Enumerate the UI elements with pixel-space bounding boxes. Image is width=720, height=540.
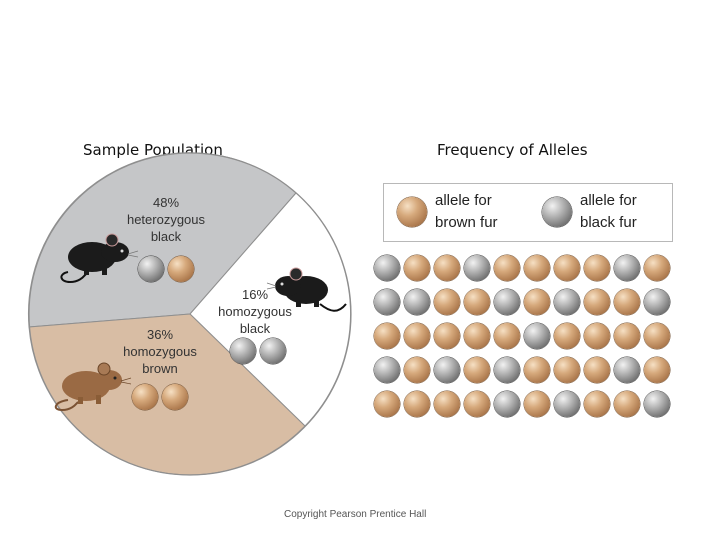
brown-allele-ball (464, 323, 490, 349)
brown-allele-ball (644, 357, 670, 383)
brown-allele-legend-label: allele for brown fur (435, 192, 498, 231)
black-allele-ball (404, 289, 430, 315)
brown-allele-ball (584, 357, 610, 383)
homozygous-brown-label: 36% homozygous brown (123, 327, 197, 376)
black-allele-ball (374, 357, 400, 383)
black-allele-ball (554, 289, 580, 315)
brown-allele-ball (404, 391, 430, 417)
brown-allele-ball (524, 357, 550, 383)
brown-allele-ball (434, 323, 460, 349)
black-allele-ball (614, 357, 640, 383)
brown-allele-ball (584, 255, 610, 281)
brown-allele-ball (374, 323, 400, 349)
brown-allele-ball (524, 289, 550, 315)
brown-allele-ball (374, 391, 400, 417)
brown-mouse-icon (54, 362, 132, 412)
black-allele-ball (374, 255, 400, 281)
black-allele-ball (494, 391, 520, 417)
brown-allele-ball (554, 323, 580, 349)
allele-legend: allele for brown fur allele for black fu… (383, 183, 673, 242)
copyright-text: Copyright Pearson Prentice Hall (284, 509, 427, 520)
brown-allele-ball (434, 255, 460, 281)
brown-allele-ball (644, 323, 670, 349)
brown-allele-ball (132, 384, 158, 410)
black-allele-ball (644, 391, 670, 417)
brown-allele-ball (614, 289, 640, 315)
brown-allele-ball (404, 357, 430, 383)
brown-allele-ball (404, 323, 430, 349)
brown-allele-ball (584, 323, 610, 349)
black-allele-ball (230, 338, 256, 364)
brown-allele-ball (434, 289, 460, 315)
brown-allele-ball (494, 255, 520, 281)
brown-allele-ball (464, 357, 490, 383)
black-mouse-icon (60, 233, 139, 284)
brown-allele-ball (168, 256, 194, 282)
black-allele-ball (494, 289, 520, 315)
black-allele-ball (554, 391, 580, 417)
brown-allele-ball (464, 289, 490, 315)
brown-allele-ball (584, 391, 610, 417)
brown-allele-ball (434, 391, 460, 417)
heterozygous-black-label: 48% heterozygous black (126, 195, 206, 244)
black-allele-legend-label: allele for black fur (580, 192, 637, 231)
brown-allele-ball (494, 323, 520, 349)
black-allele-ball (614, 255, 640, 281)
brown-allele-ball (554, 255, 580, 281)
black-allele-ball (138, 256, 164, 282)
black-allele-ball (494, 357, 520, 383)
black-allele-ball (644, 289, 670, 315)
brown-allele-ball (524, 255, 550, 281)
allele-frequency-title: Frequency of Alleles (437, 141, 588, 159)
brown-allele-ball (614, 391, 640, 417)
brown-allele-ball (614, 323, 640, 349)
black-allele-ball (464, 255, 490, 281)
brown-allele-ball (404, 255, 430, 281)
brown-allele-ball (464, 391, 490, 417)
black-allele-ball (260, 338, 286, 364)
brown-allele-ball (554, 357, 580, 383)
brown-allele-ball (162, 384, 188, 410)
brown-allele-ball (524, 391, 550, 417)
black-allele-ball (374, 289, 400, 315)
homozygous-black-label: 16% homozygous black (218, 287, 292, 336)
brown-allele-ball (644, 255, 670, 281)
brown-allele-ball (584, 289, 610, 315)
black-mouse-icon (266, 267, 347, 312)
black-allele-ball (434, 357, 460, 383)
black-allele-ball (524, 323, 550, 349)
black-allele-ball (542, 197, 572, 227)
brown-allele-ball (397, 197, 427, 227)
